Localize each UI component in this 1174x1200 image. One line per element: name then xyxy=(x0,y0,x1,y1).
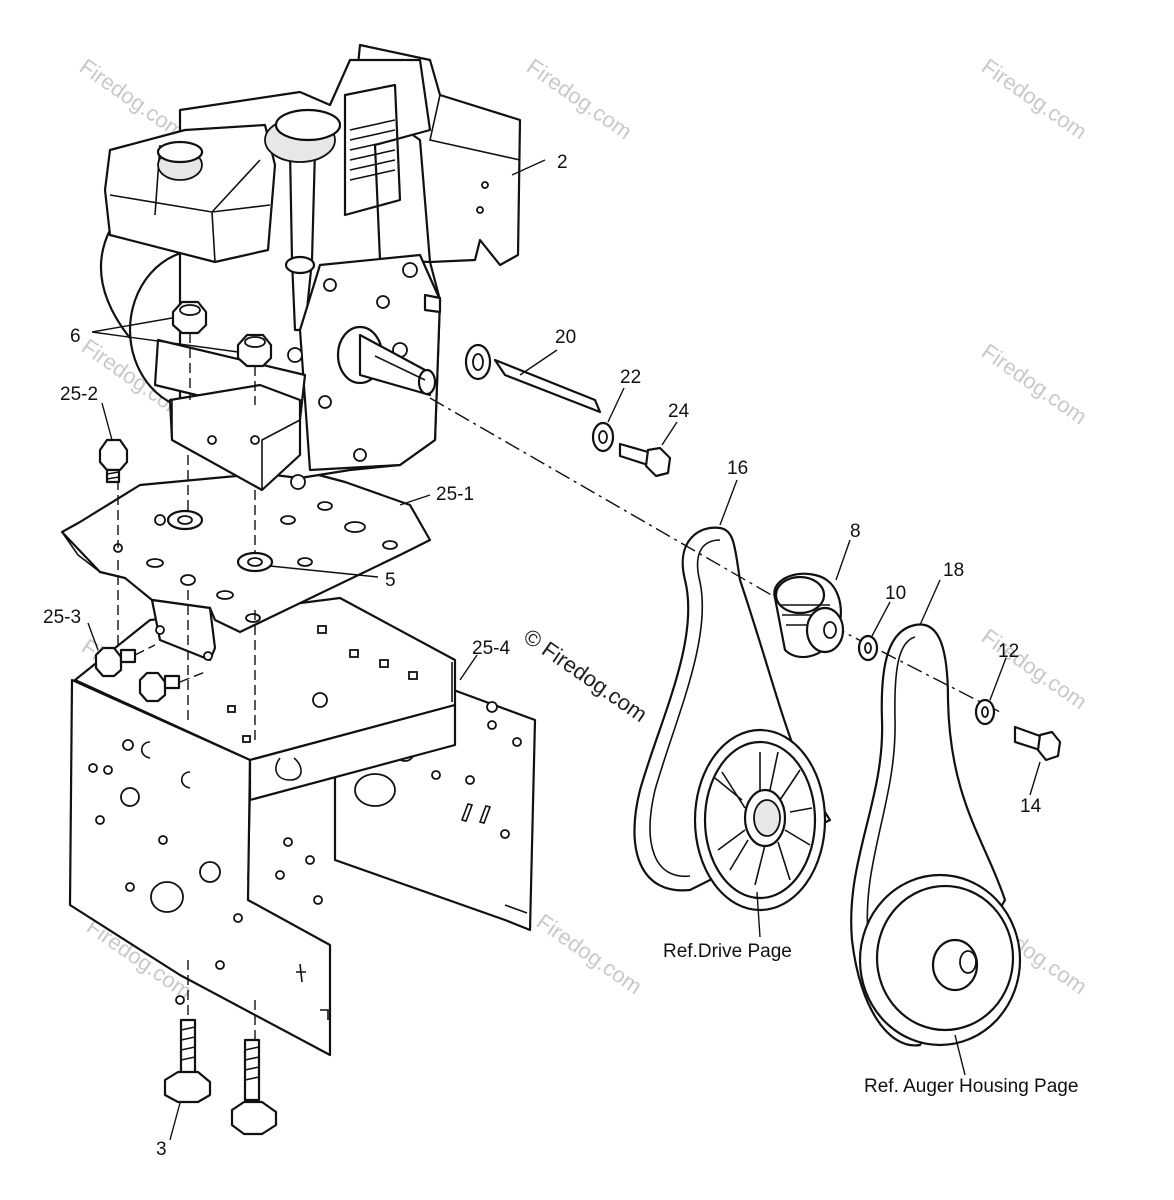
lock-washers xyxy=(166,509,274,573)
label-bolts: 3 xyxy=(156,1139,167,1160)
watermark-text: Firedog.com xyxy=(977,54,1092,145)
watermark-text: Firedog.com xyxy=(977,339,1092,430)
watermark-text: Firedog.com xyxy=(522,54,637,145)
label-engine: 2 xyxy=(557,152,568,173)
label-lock-washer: 5 xyxy=(385,570,396,591)
mount-plate xyxy=(60,468,432,634)
label-bolt-24: 24 xyxy=(668,401,690,422)
label-hex-nut: 6 xyxy=(70,326,81,347)
label-frame-screw: 25-3 xyxy=(43,607,81,628)
frame-bolts xyxy=(163,960,278,1136)
label-washer-12: 12 xyxy=(998,641,1019,662)
drive-belt-assembly xyxy=(633,526,832,912)
label-key: 20 xyxy=(555,327,576,348)
label-drive-belt: 16 xyxy=(727,458,748,479)
watermark-text: Firedog.com xyxy=(977,624,1092,715)
frame-assembly xyxy=(68,596,537,1057)
frame-screws xyxy=(94,644,206,703)
mount-bracket xyxy=(150,598,217,662)
watermark-center-text: © Firedog.com xyxy=(519,624,652,727)
cap-screw-25-2 xyxy=(98,438,129,484)
label-pulley-hub: 8 xyxy=(850,521,861,542)
label-bolt-14: 14 xyxy=(1020,796,1042,817)
shaft-parts xyxy=(429,343,1062,762)
watermark-text: Firedog.com xyxy=(75,54,190,145)
callout-labels: 2 6 25-2 25-1 5 25-3 25-4 3 20 22 24 16 … xyxy=(43,152,1078,1160)
label-mount-plate: 25-1 xyxy=(436,484,474,505)
label-washer-22: 22 xyxy=(620,367,641,388)
watermark-text: Firedog.com xyxy=(532,909,647,1000)
ref-drive-page: Ref.Drive Page xyxy=(663,941,792,962)
alignment-lines xyxy=(117,333,256,740)
leader-lines xyxy=(87,159,1041,1141)
label-cap-screw: 25-2 xyxy=(60,384,98,405)
ref-auger-housing-page: Ref. Auger Housing Page xyxy=(864,1076,1078,1097)
label-auger-belt: 18 xyxy=(943,560,964,581)
label-frame: 25-4 xyxy=(472,638,510,659)
label-washer-10: 10 xyxy=(885,583,906,604)
auger-belt-assembly xyxy=(850,623,1022,1047)
engine xyxy=(100,43,522,492)
